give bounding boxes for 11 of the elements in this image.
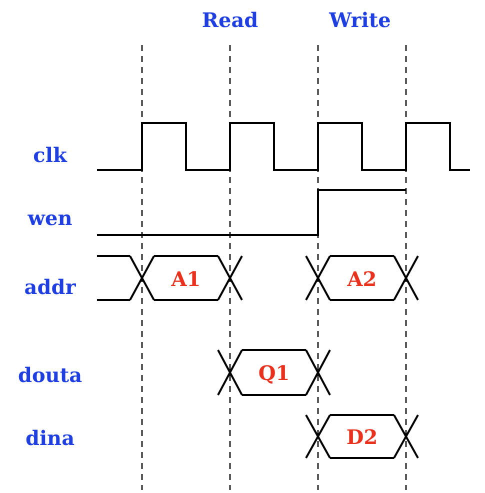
- signal-name: douta: [18, 363, 82, 387]
- signal-name: addr: [24, 275, 76, 299]
- data-value: A1: [171, 267, 201, 291]
- signal-name: wen: [28, 206, 72, 230]
- phase-label: Write: [329, 8, 391, 32]
- signal-name: dina: [25, 426, 75, 450]
- signal-name: clk: [33, 143, 67, 167]
- phase-label: Read: [202, 8, 258, 32]
- data-value: D2: [346, 425, 378, 449]
- data-value: Q1: [258, 361, 290, 385]
- data-value: A2: [347, 267, 377, 291]
